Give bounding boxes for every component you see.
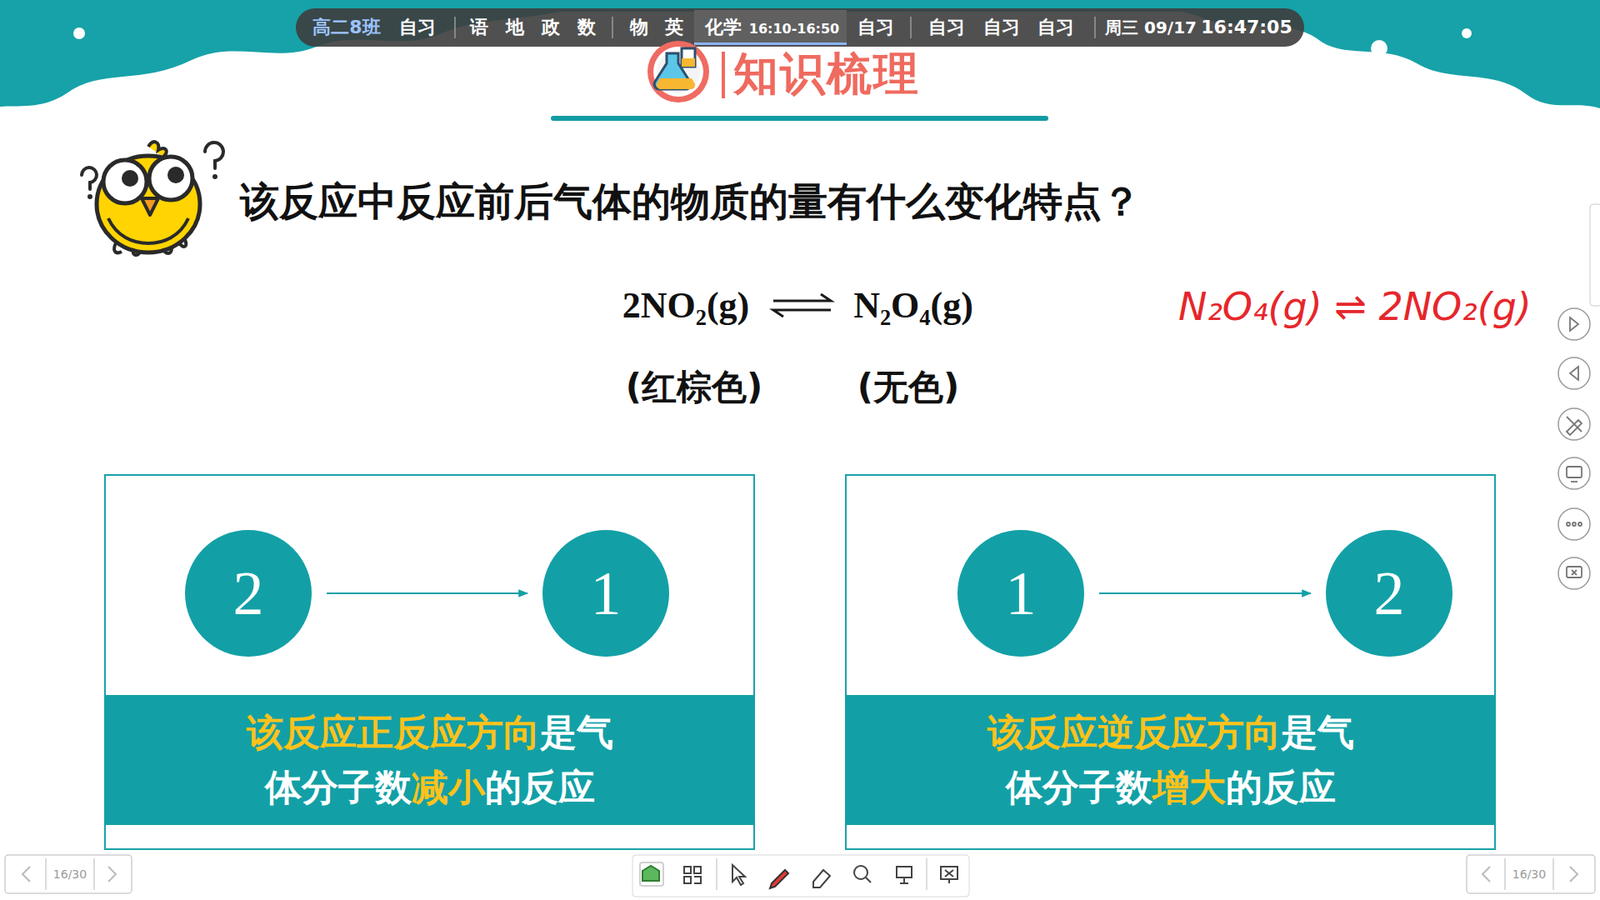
schedule-item: 自习 xyxy=(399,16,436,38)
class-name: 高二8班 xyxy=(312,16,380,38)
side-toolbar xyxy=(1558,308,1590,590)
schedule-item: 自习 xyxy=(983,16,1020,38)
formula-text: 2NO₂(g) xyxy=(622,285,750,328)
schedule-item: 自习 xyxy=(857,16,895,38)
count-number: 2 xyxy=(233,562,265,625)
bubble xyxy=(1461,28,1472,39)
summary-phrase: 该反应逆反应方向 xyxy=(987,710,1281,754)
bottom-toolbar-glyph xyxy=(640,858,958,890)
count-circle: 2 xyxy=(185,530,312,657)
question-text: 该反应中反应前后气体的物质的量有什么变化特点？ xyxy=(240,179,1141,225)
side-tab xyxy=(1590,204,1600,306)
summary-band: 该反应逆反应方向是气体分子数增大的反应 xyxy=(845,695,1496,825)
summary-panel: 该反应正反应方向是气体分子数减小的反应 2 1 xyxy=(104,474,755,850)
schedule-item: 地 xyxy=(505,16,525,38)
summary-phrase: 的反应 xyxy=(1225,765,1336,809)
count-circle: 1 xyxy=(542,530,670,657)
flow-arrow xyxy=(1099,592,1311,595)
formula-text: N₂O₄(g) xyxy=(853,285,974,328)
schedule-item: 语 xyxy=(470,16,489,38)
schedule-highlight xyxy=(694,10,847,45)
clock-text: 16:47:05 xyxy=(1200,16,1292,38)
owl-mascot xyxy=(81,141,224,255)
summary-phrase: 减小 xyxy=(411,765,485,809)
schedule-progress xyxy=(694,42,847,45)
equilibrium-arrow xyxy=(773,294,831,317)
summary-panel: 该反应逆反应方向是气体分子数增大的反应 1 2 xyxy=(845,474,1496,850)
summary-phrase: 增大 xyxy=(1152,765,1226,809)
slide-title: 知识梳理 xyxy=(733,48,920,100)
summary-text: 该反应正反应方向是气体分子数减小的反应 xyxy=(239,705,621,815)
bubble xyxy=(73,27,85,40)
schedule-item: 自习 xyxy=(1037,16,1075,38)
flow-arrow xyxy=(326,592,528,595)
schedule-item: 数 xyxy=(577,16,596,38)
schedule-separator xyxy=(455,16,1095,39)
date-text: 周三 09/17 xyxy=(1105,18,1197,38)
page-number: 16/30 xyxy=(53,867,87,881)
count-number: 1 xyxy=(590,562,622,625)
count-circle: 1 xyxy=(957,530,1085,657)
count-number: 2 xyxy=(1374,562,1405,625)
schedule-item: 政 xyxy=(541,16,560,38)
schedule-time: 16:10-16:50 xyxy=(749,21,840,37)
schedule-item: 英 xyxy=(665,16,684,38)
page-number: 16/30 xyxy=(1512,867,1546,881)
bottom-toolbar xyxy=(632,855,970,897)
title-bar xyxy=(721,51,725,99)
count-number: 1 xyxy=(1005,562,1037,625)
color-note: (红棕色) xyxy=(625,367,763,408)
title-icon xyxy=(647,40,710,103)
handwritten-note: N₂O₄(g) ⇌ 2NO₂(g) xyxy=(1178,285,1532,330)
summary-band: 该反应正反应方向是气体分子数减小的反应 xyxy=(104,695,755,825)
bubble xyxy=(1370,40,1388,57)
schedule-item: 物 xyxy=(630,16,649,38)
color-note: (无色) xyxy=(857,367,960,408)
schedule-item: 自习 xyxy=(928,16,965,38)
page-nav xyxy=(5,855,1595,894)
summary-phrase: 的反应 xyxy=(485,765,595,809)
schedule-item: 化学 xyxy=(705,16,742,38)
summary-text: 该反应逆反应方向是气体分子数增大的反应 xyxy=(980,705,1362,815)
schedule-bar xyxy=(295,8,1305,47)
title-underline xyxy=(550,115,1049,121)
summary-phrase: 该反应正反应方向 xyxy=(246,710,540,754)
side-toolbar-glyph xyxy=(1566,317,1582,578)
count-circle: 2 xyxy=(1325,530,1453,657)
